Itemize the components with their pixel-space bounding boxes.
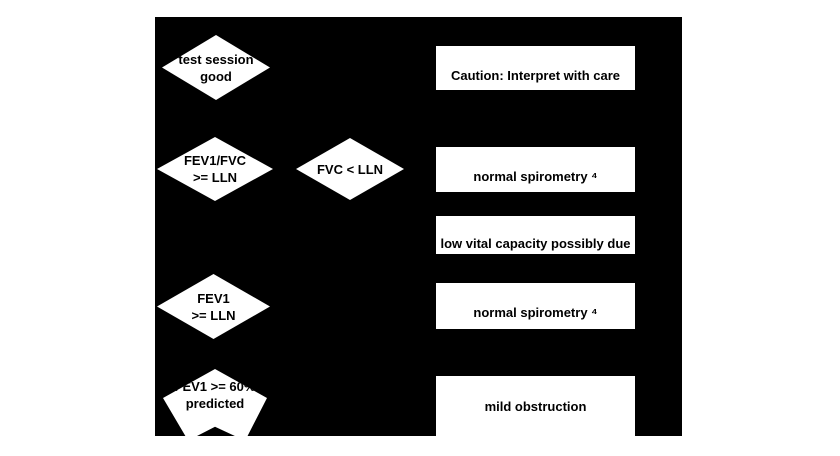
decision-fvc-vs-lln: FVC < LLN	[296, 138, 404, 200]
decision-fev1-vs-lln: FEV1 >= LLN	[157, 274, 270, 339]
outcome-label: Caution: Interpret with care	[450, 68, 621, 83]
outcome-label: normal spirometry ⁴	[473, 305, 598, 320]
outcome-label: normal spirometry ⁴	[473, 169, 598, 184]
decision-label: FEV1 >= 60% predicted	[174, 379, 256, 411]
outcome-caution-interpret-with-care: Caution: Interpret with care	[436, 46, 635, 90]
decision-label: test session good	[178, 51, 254, 84]
outcome-label: mild obstruction	[484, 399, 587, 414]
decision-label: FVC < LLN	[316, 161, 384, 177]
flowchart-frame: test session good FEV1/FVC >= LLN FVC < …	[155, 17, 682, 436]
outcome-label: low vital capacity possibly due to restr…	[440, 236, 631, 268]
outcome-mild-obstruction: mild obstruction	[436, 376, 635, 436]
decision-fev1-vs-60pct-predicted: FEV1 >= 60% predicted	[163, 369, 267, 436]
outcome-normal-spirometry-1: normal spirometry ⁴	[436, 147, 635, 192]
decision-fev1-fvc-ratio-vs-lln: FEV1/FVC >= LLN	[157, 137, 273, 201]
decision-label: FEV1/FVC >= LLN	[183, 153, 247, 185]
decision-label: FEV1 >= LLN	[191, 290, 236, 323]
outcome-normal-spirometry-2: normal spirometry ⁴	[436, 283, 635, 329]
decision-test-session-good: test session good	[162, 35, 270, 100]
outcome-low-vital-capacity: low vital capacity possibly due to restr…	[436, 216, 635, 268]
